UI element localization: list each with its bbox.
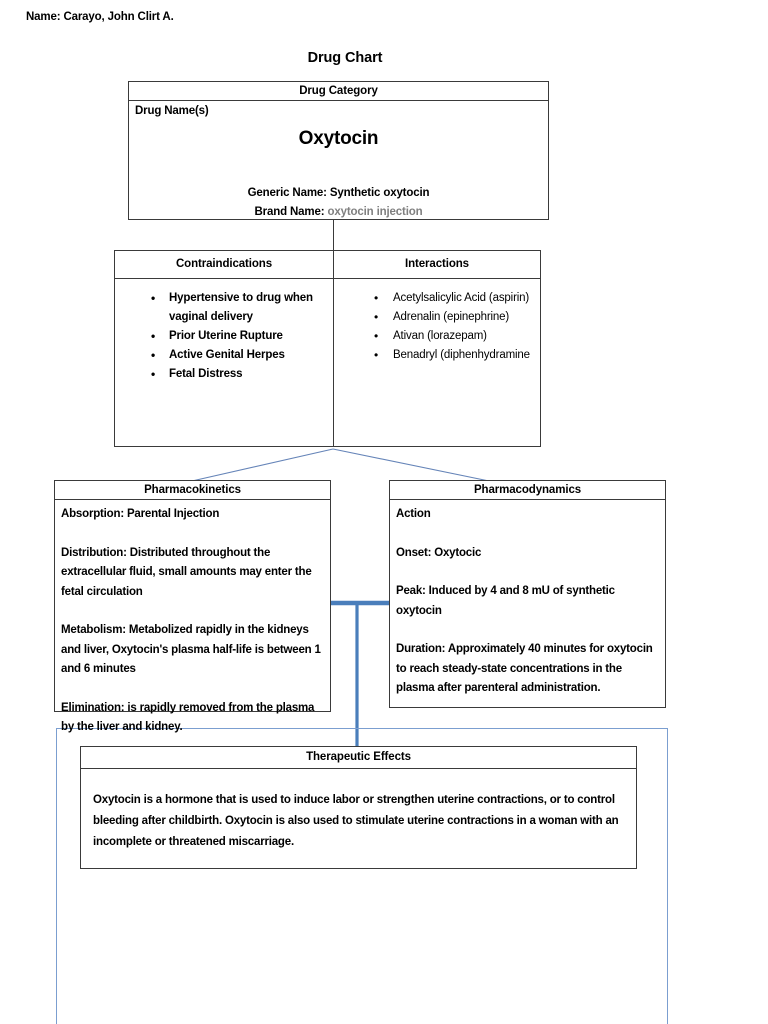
list-item: Active Genital Herpes (119, 346, 329, 365)
pharmacodynamics-body: Action Onset: Oxytocic Peak: Induced by … (390, 500, 665, 707)
list-item: Prior Uterine Rupture (119, 327, 329, 346)
list-item: Fetal Distress (119, 365, 329, 384)
list-item: Ativan (lorazepam) (338, 327, 536, 346)
list-item: Hypertensive to drug when vaginal delive… (119, 289, 329, 327)
therapeutic-effects-text: Oxytocin is a hormone that is used to in… (93, 794, 619, 848)
contraindications-box: Contraindications Hypertensive to drug w… (114, 250, 334, 447)
pharmacokinetics-box: Pharmacokinetics Absorption: Parental In… (54, 480, 331, 733)
pharmacokinetics-header: Pharmacokinetics (55, 481, 330, 500)
brand-name-label: Brand Name: (254, 206, 325, 218)
therapeutic-effects-box: Therapeutic Effects Oxytocin is a hormon… (80, 746, 637, 869)
pk-elimination: Elimination: is rapidly removed from the… (61, 701, 315, 734)
brand-name-line: Brand Name: oxytocin injection (129, 206, 548, 218)
pk-absorption: Absorption: Parental Injection (61, 508, 220, 520)
pd-action: Action (396, 508, 431, 520)
pk-distribution: Distribution: Distributed throughout the… (61, 546, 312, 598)
therapeutic-effects-body: Oxytocin is a hormone that is used to in… (81, 769, 636, 868)
contraindications-header: Contraindications (115, 251, 333, 279)
contraindications-list: Hypertensive to drug when vaginal delive… (119, 289, 329, 384)
interactions-box: Interactions Acetylsalicylic Acid (aspir… (333, 250, 541, 447)
pd-peak: Peak: Induced by 4 and 8 mU of synthetic… (396, 585, 615, 617)
drug-category-header: Drug Category (129, 82, 548, 101)
list-item: Acetylsalicylic Acid (aspirin) (338, 289, 536, 308)
interactions-body: Acetylsalicylic Acid (aspirin) Adrenalin… (334, 279, 540, 446)
generic-name-line: Generic Name: Synthetic oxytocin (247, 187, 430, 199)
pk-metabolism: Metabolism: Metabolized rapidly in the k… (61, 624, 321, 675)
drug-category-box: Drug Category Drug Name(s) Oxytocin Gene… (128, 81, 549, 220)
interactions-list: Acetylsalicylic Acid (aspirin) Adrenalin… (338, 289, 536, 365)
therapeutic-effects-header: Therapeutic Effects (81, 747, 636, 769)
pharmacodynamics-box: Pharmacodynamics Action Onset: Oxytocic … (389, 480, 666, 708)
brand-name-value: oxytocin injection (327, 206, 423, 218)
pd-onset: Onset: Oxytocic (396, 546, 482, 559)
list-item: Adrenalin (epinephrine) (338, 308, 536, 327)
drug-name-heading: Oxytocin (298, 128, 379, 149)
drug-category-body: Drug Name(s) Oxytocin Generic Name: Synt… (129, 101, 548, 219)
connector-category-to-pair (332, 213, 335, 251)
connector-to-pharmacodynamics (332, 448, 490, 482)
student-name-line: Name: Carayo, John Clirt A. (26, 11, 174, 23)
drug-names-label: Drug Name(s) (135, 105, 209, 117)
interactions-header: Interactions (334, 251, 540, 279)
list-item: Benadryl (diphenhydramine (338, 346, 536, 365)
page-title: Drug Chart (307, 50, 383, 66)
bottom-outline-rectangle (56, 728, 668, 1024)
pharmacokinetics-body: Absorption: Parental Injection Distribut… (55, 500, 330, 733)
pd-duration: Duration: Approximately 40 minutes for o… (396, 643, 653, 694)
connector-to-pharmacokinetics (191, 448, 334, 482)
contraindications-body: Hypertensive to drug when vaginal delive… (115, 279, 333, 446)
pharmacodynamics-header: Pharmacodynamics (390, 481, 665, 500)
